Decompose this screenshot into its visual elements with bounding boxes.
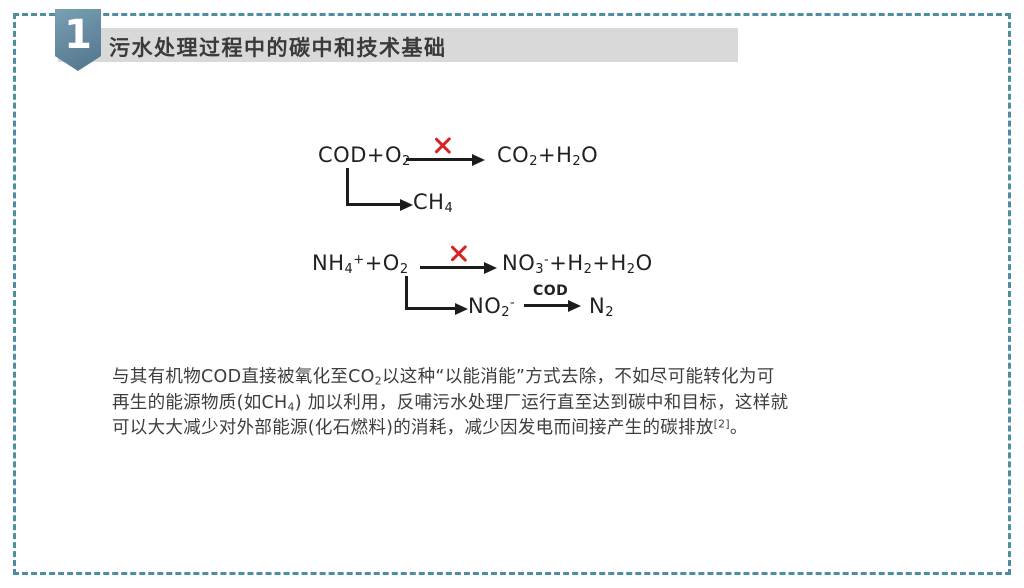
formula-co2-h2o: CO2+H2O — [497, 143, 599, 169]
right-arrow-icon — [420, 266, 484, 269]
formula-no3-h2-h2o: NO3-+H2+H2O — [502, 251, 653, 277]
section-title-bar — [58, 28, 738, 62]
paragraph-line: 可以大大减少对外部能源(化石燃料)的消耗，减少因发电而间接产生的碳排放[2]。 — [112, 417, 748, 438]
formula-nh4-o2: NH4++O2 — [312, 251, 409, 277]
red-cross-icon — [434, 137, 451, 154]
elbow-arrow-icon — [405, 276, 468, 315]
section-number: 1 — [64, 12, 92, 58]
right-arrow-icon — [524, 304, 568, 307]
formula-ch4: CH4 — [413, 190, 454, 216]
slide-dashed-border — [13, 13, 1011, 575]
red-cross-icon — [450, 245, 467, 262]
formula-cod-o2: COD+O2 — [318, 143, 411, 169]
paragraph-line: 再生的能源物质(如CH4) 加以利用，反哺污水处理厂运行直至达到碳中和目标，这样… — [112, 392, 789, 413]
arrow-label-cod: COD — [533, 283, 569, 299]
right-arrow-icon — [406, 158, 472, 161]
formula-no2: NO2- — [468, 294, 516, 320]
section-title: 污水处理过程中的碳中和技术基础 — [109, 36, 447, 60]
elbow-arrow-icon — [346, 168, 413, 211]
paragraph-line: 与其有机物COD直接被氧化至CO2以这种“以能消能”方式去除，不如尽可能转化为可 — [112, 367, 775, 388]
formula-n2: N2 — [589, 294, 614, 320]
body-paragraph: 与其有机物COD直接被氧化至CO2以这种“以能消能”方式去除，不如尽可能转化为可… — [112, 365, 932, 442]
section-number-badge: 1 — [55, 9, 101, 71]
